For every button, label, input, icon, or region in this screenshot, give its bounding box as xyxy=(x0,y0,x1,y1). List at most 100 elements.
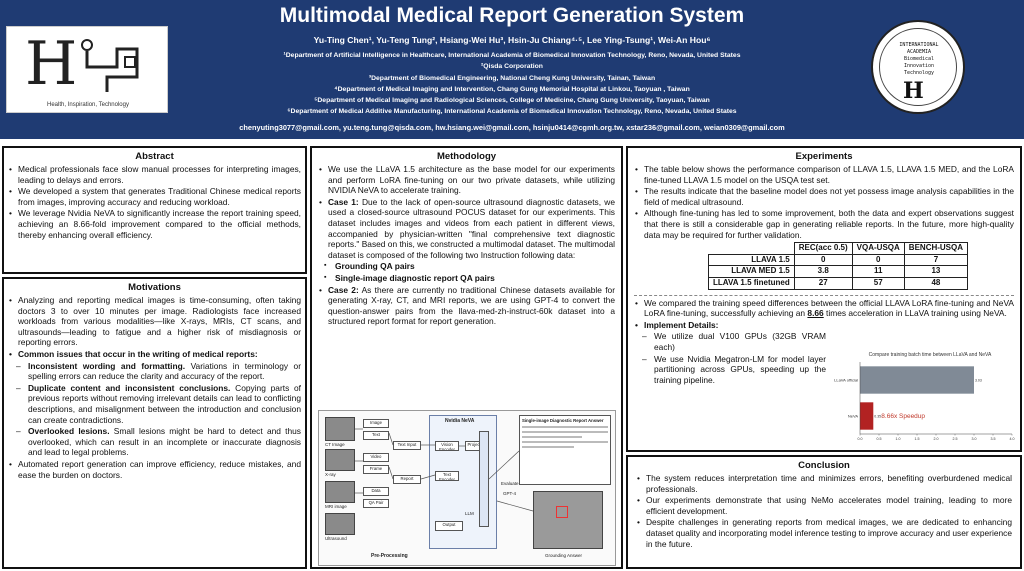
case1-label: Case 1: xyxy=(328,196,359,207)
issue-text: Small lesions might be hard to detect an… xyxy=(28,426,301,458)
chart-annotation: 8.66x Speedup xyxy=(881,413,925,420)
table-cell: 0 xyxy=(793,253,853,267)
seal-mark: H xyxy=(903,78,924,104)
methodology-title: Methodology xyxy=(436,151,497,162)
stage-label: GPT-4 xyxy=(503,491,517,496)
motivation-closing: Automated report generation can improve … xyxy=(8,459,301,480)
chart-tick-label: 0.0 xyxy=(858,437,863,441)
diagram-box: Report xyxy=(393,475,421,484)
experiments-title: Experiments xyxy=(795,151,853,162)
issue-text: Copying parts of previous reports withou… xyxy=(28,382,302,425)
table-row-name: LLAVA 1.5 xyxy=(708,253,795,267)
table-row: LLAVA 1.5 finetuned 27 57 48 xyxy=(708,276,969,290)
stage-label: Evaluate xyxy=(501,481,519,486)
diagram-box: Image xyxy=(363,419,389,428)
poster-header: H Health, Inspiration, Technology Multim… xyxy=(0,0,1024,139)
section-divider xyxy=(634,294,1014,296)
abstract-item: We developed a system that generates Tra… xyxy=(8,186,301,207)
diagram-label: Ultrasound xyxy=(325,536,347,541)
abstract-panel: Abstract Medical professionals face slow… xyxy=(2,146,307,274)
affiliation: ⁵Department of Medical Imaging and Radio… xyxy=(314,97,710,105)
seal-line: Innovation xyxy=(903,63,935,69)
impl-heading: Implement Details: xyxy=(634,320,1014,331)
poster-title: Multimodal Medical Report Generation Sys… xyxy=(279,4,745,27)
diagram-box: Text Input xyxy=(393,441,421,450)
diagram-box: Video xyxy=(363,453,389,462)
diagram-box: Frame xyxy=(363,465,389,474)
motivations-title: Motivations xyxy=(128,282,181,293)
chart-tick-label: 2.0 xyxy=(934,437,939,441)
table-cell: 7 xyxy=(903,253,969,267)
logo-right-seal: INTERNATIONAL ACADEMIA Biomedical Innova… xyxy=(871,20,965,114)
conclusion-title: Conclusion xyxy=(798,460,850,471)
affiliation: ³Department of Biomedical Engineering, N… xyxy=(368,74,656,82)
case1-data-item: Grounding QA pairs xyxy=(318,261,615,272)
chart-title: Compare training batch time between LLaV… xyxy=(869,352,992,358)
logo-left-tagline: Health, Inspiration, Technology xyxy=(47,102,129,108)
xray-thumbnail xyxy=(325,449,355,471)
conclusion-item: Despite challenges in generating reports… xyxy=(636,517,1012,549)
issue-item: Duplicate content and inconsistent concl… xyxy=(8,383,301,425)
stage-label: Pre-Processing xyxy=(371,553,408,559)
issue-name: Inconsistent wording and formatting. xyxy=(28,360,186,371)
ultrasound-thumbnail xyxy=(325,513,355,535)
case2-label: Case 2: xyxy=(328,284,359,295)
chart-category-label: LLaVA official xyxy=(834,378,858,383)
stage-label: Grounding Answer xyxy=(545,553,583,558)
seal-ring xyxy=(879,28,957,106)
table-row: LLAVA MED 1.5 3.8 11 13 xyxy=(708,265,969,278)
seal-line: ACADEMIA xyxy=(906,49,932,55)
chart-tick-label: 3.0 xyxy=(972,437,977,441)
experiments-panel: Experiments The table below shows the pe… xyxy=(626,146,1022,452)
table-corner xyxy=(708,242,795,255)
issue-item: Overlooked lesions. Small lesions might … xyxy=(8,426,301,458)
diagram-box: Output xyxy=(435,521,463,531)
issue-text: Variations in terminology or spelling er… xyxy=(28,360,301,382)
chart-tick-label: 1.0 xyxy=(896,437,901,441)
abstract-title: Abstract xyxy=(135,151,174,162)
affiliation: ²Qisda Corporation xyxy=(481,63,543,71)
email-list: chenyuting3077@gmail.com, yu.teng.tung@q… xyxy=(239,123,785,132)
affiliation: ¹Department of Artificial Intelligence i… xyxy=(283,52,741,59)
table-row-name: LLAVA 1.5 finetuned xyxy=(708,276,795,290)
case2-text: Case 2: As there are currently no tradit… xyxy=(318,285,615,327)
report-answer-box: Single-image Diagnostic Report Answer xyxy=(519,415,611,485)
impl-item: We utilize dual V100 GPUs (32GB VRAM eac… xyxy=(634,331,826,352)
case1-body: Due to the lack of open-source ultrasoun… xyxy=(328,196,615,260)
diagram-box: Data xyxy=(363,487,389,496)
speed-text: We compared the training speed differenc… xyxy=(644,297,1014,319)
table-cell: 57 xyxy=(851,276,905,290)
chart-tick-label: 0.5 xyxy=(877,437,882,441)
issue-item: Inconsistent wording and formatting. Var… xyxy=(8,361,301,382)
seal-line: Technology xyxy=(903,70,935,76)
seal-line: Biomedical xyxy=(903,56,935,62)
chart-value-label: 0.35 xyxy=(874,415,881,419)
table-header: REC(acc 0.5) xyxy=(793,242,853,255)
affiliation: ⁶Department of Medical Additive Manufact… xyxy=(287,108,737,116)
stage-label: Nvidia NeVA xyxy=(445,418,475,424)
case1-data-item: Single-image diagnostic report QA pairs xyxy=(318,273,615,284)
table-cell: 13 xyxy=(903,265,969,278)
table-row: LLAVA 1.5 0 0 7 xyxy=(708,253,969,267)
methodology-intro: We use the LLaVA 1.5 architecture as the… xyxy=(318,164,615,196)
abstract-item: We leverage Nvidia NeVA to significantly… xyxy=(8,208,301,240)
impl-item: We use Nvidia Megatron-LM for model laye… xyxy=(634,354,826,386)
diagram-box: Text Encoder xyxy=(435,471,459,481)
diagram-label: CT Image xyxy=(325,442,345,447)
chart-value-label: 3.03 xyxy=(975,379,982,383)
diagram-box-llm xyxy=(479,431,489,527)
logo-left: H Health, Inspiration, Technology xyxy=(6,26,168,113)
ct-thumbnail xyxy=(325,417,355,441)
affiliation: ⁴Department of Medical Imaging and Inter… xyxy=(334,85,690,93)
speed-chart: Compare training batch time between LLaV… xyxy=(834,352,1014,441)
chart-bar xyxy=(860,366,974,394)
affiliation-list: ¹Department of Artificial Intelligence i… xyxy=(170,50,854,118)
author-list: Yu-Ting Chen¹, Yu-Teng Tung², Hsiang-Wei… xyxy=(313,35,711,45)
abstract-item: Medical professionals face slow manual p… xyxy=(8,164,301,185)
chart-tick-label: 2.5 xyxy=(953,437,958,441)
table-row-name: LLAVA MED 1.5 xyxy=(708,265,795,278)
issue-name: Overlooked lesions. xyxy=(28,426,110,437)
mri-thumbnail xyxy=(325,481,355,503)
pipeline-diagram: CT Image X-ray MRI image Ultrasound Imag… xyxy=(318,410,616,566)
methodology-panel: Methodology We use the LLaVA 1.5 archite… xyxy=(310,146,623,569)
